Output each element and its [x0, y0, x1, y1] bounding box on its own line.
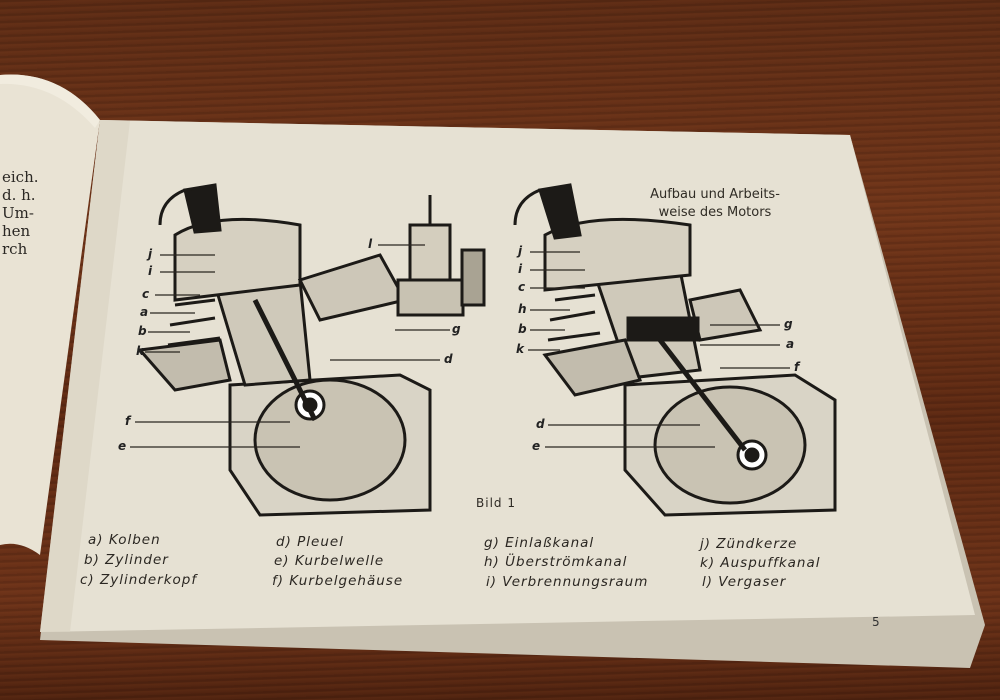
label-right-c: c [518, 280, 526, 294]
label-right-i: i [518, 262, 523, 276]
label-left-k: k [136, 344, 144, 358]
engine-diagram-right [513, 183, 837, 517]
label-left-l: l [368, 237, 373, 251]
legend-item-l: l) Vergaser [702, 574, 787, 590]
legend-item-k: k) Auspuffkanal [700, 555, 821, 571]
legend-item-j: j) Zündkerze [700, 536, 798, 552]
legend-item-i: i) Verbrennungsraum [486, 574, 649, 590]
legend-item-c: c) Zylinderkopf [80, 572, 198, 588]
label-right-h: h [518, 302, 527, 316]
label-right-f: f [794, 360, 800, 374]
left-page-text-1: eich. [2, 168, 39, 186]
left-page [0, 74, 100, 555]
figure-caption: Bild 1 [476, 496, 516, 510]
label-left-c: c [142, 287, 150, 301]
leader-lines-right [528, 251, 790, 448]
leader-lines-left [130, 244, 450, 448]
legend-item-d: d) Pleuel [276, 534, 344, 550]
legend-item-a: a) Kolben [88, 532, 161, 548]
label-left-d: d [444, 352, 453, 366]
label-left-e: e [118, 439, 127, 453]
legend-item-h: h) Überströmkanal [484, 554, 628, 570]
left-page-text-4: hen [2, 222, 31, 240]
legend-item-e: e) Kurbelwelle [274, 553, 385, 569]
left-page-text-3: Um- [2, 204, 34, 222]
label-left-i: i [148, 264, 153, 278]
label-left-g: g [452, 322, 461, 336]
label-right-j: j [518, 244, 523, 258]
left-page-text-5: rch [2, 240, 28, 258]
label-left-a: a [140, 305, 149, 319]
label-right-g: g [784, 317, 793, 331]
label-right-d: d [536, 417, 545, 431]
legend-item-g: g) Einlaßkanal [484, 535, 595, 551]
label-right-a: a [786, 337, 795, 351]
legend-item-b: b) Zylinder [84, 552, 169, 568]
diagram-title-line-1: Aufbau und Arbeits- [650, 187, 780, 202]
diagram-title-line-2: weise des Motors [658, 205, 772, 220]
left-page-text-2: d. h. [2, 186, 36, 204]
label-right-b: b [518, 322, 527, 336]
engine-diagram-left [137, 183, 486, 517]
label-left-j: j [148, 247, 153, 261]
label-right-k: k [516, 342, 524, 356]
label-left-f: f [125, 414, 131, 428]
legend-item-f: f) Kurbelgehäuse [272, 573, 404, 589]
label-right-e: e [532, 439, 541, 453]
label-left-b: b [138, 324, 147, 338]
page-number: 5 [872, 615, 880, 629]
